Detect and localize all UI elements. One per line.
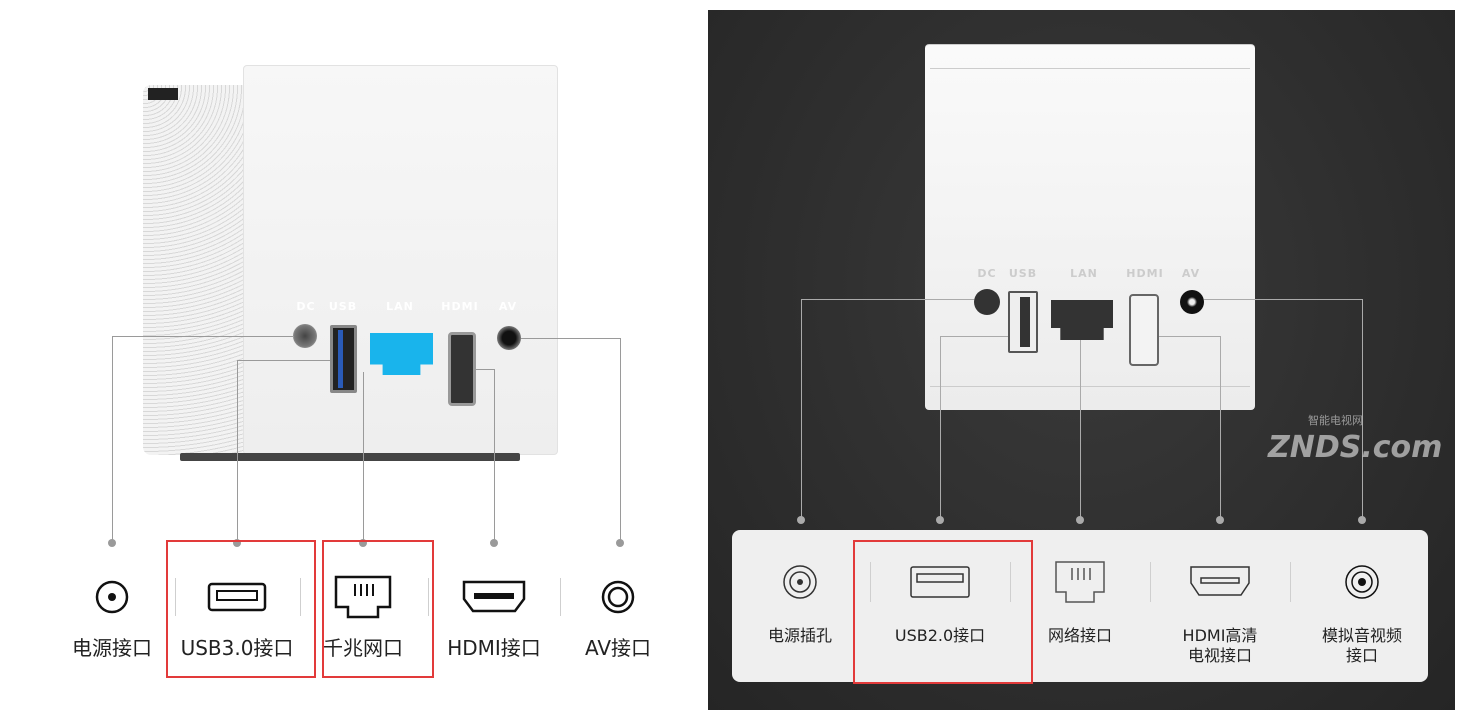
dc-power-icon	[95, 580, 129, 614]
usb2-port	[1008, 291, 1038, 353]
left-product-panel: DC USB LAN HDMI AV 电源接口 USB3.0接口 千兆网口 HD…	[0, 0, 700, 720]
label-power: 电源接口	[72, 636, 152, 660]
port-label-usb: USB	[1008, 267, 1038, 280]
av-port	[497, 326, 521, 350]
ethernet-icon	[334, 575, 392, 619]
port-label-usb: USB	[328, 300, 358, 313]
port-label-dc: DC	[977, 267, 997, 280]
label-av: AV接口	[584, 636, 652, 660]
dc-port	[293, 324, 317, 348]
hdmi-icon	[462, 580, 526, 613]
av-icon	[601, 580, 635, 614]
highlight-box-usb2	[853, 540, 1033, 684]
device-side-face	[143, 85, 243, 455]
interface-panel	[732, 530, 1428, 682]
device-base	[180, 453, 520, 461]
label-hdmi-line1: HDMI高清	[1182, 626, 1258, 645]
label-av-line1: 模拟音视频	[1321, 626, 1403, 645]
port-label-lan: LAN	[386, 300, 414, 313]
label-network: 网络接口	[1047, 626, 1113, 645]
label-gigabit-lan: 千兆网口	[323, 636, 403, 660]
av-port	[1180, 290, 1204, 314]
port-label-hdmi: HDMI	[441, 300, 479, 313]
dc-power-icon	[783, 565, 817, 599]
port-label-dc: DC	[296, 300, 316, 313]
device-back-face	[243, 65, 558, 455]
label-usb2: USB2.0接口	[894, 626, 986, 645]
watermark-sub: 智能电视网	[1308, 414, 1363, 427]
label-usb3: USB3.0接口	[180, 636, 294, 660]
port-label-av: AV	[498, 300, 518, 313]
lan-port	[1051, 300, 1113, 340]
dc-port	[974, 289, 1000, 315]
right-product-panel: DC USB LAN HDMI AV 电源插孔 USB2.0接口 网络接口 HD…	[708, 10, 1455, 710]
hdmi-port	[1129, 294, 1159, 366]
label-av-line2: 接口	[1345, 646, 1379, 665]
highlight-box-usb3	[166, 540, 316, 678]
usb3-port	[330, 325, 357, 393]
label-hdmi-line2: 电视接口	[1187, 646, 1253, 665]
device-back-face	[925, 44, 1255, 410]
device-top-edge	[148, 88, 178, 100]
ethernet-icon	[1055, 561, 1105, 603]
hdmi-icon	[1190, 566, 1250, 596]
label-hdmi: HDMI接口	[447, 636, 541, 660]
av-icon	[1345, 565, 1379, 599]
usb-icon	[910, 566, 970, 598]
port-label-hdmi: HDMI	[1126, 267, 1164, 280]
watermark: ZNDS.com	[1268, 430, 1443, 465]
port-label-lan: LAN	[1070, 267, 1098, 280]
port-label-av: AV	[1181, 267, 1201, 280]
hdmi-port	[448, 332, 476, 406]
label-power: 电源插孔	[767, 626, 833, 645]
usb-icon	[207, 582, 267, 612]
highlight-box-lan	[322, 540, 434, 678]
